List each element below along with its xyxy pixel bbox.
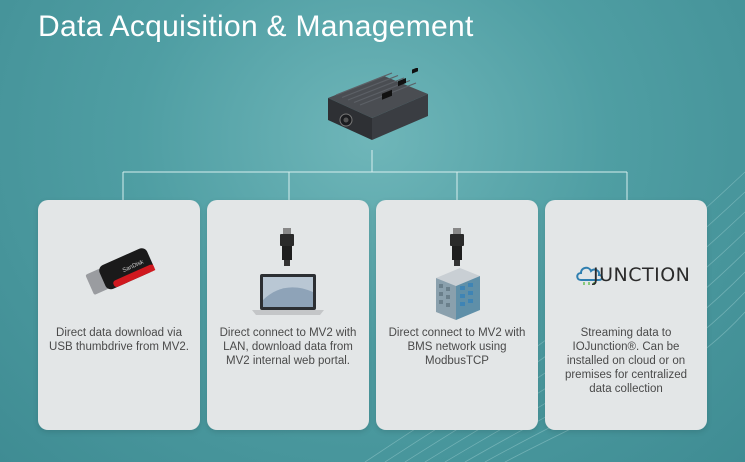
building-icon — [436, 268, 480, 320]
page-title: Data Acquisition & Management — [38, 10, 474, 43]
card-iojunction-streaming: JUNCTION Streaming data to IOJunction®. … — [545, 200, 707, 430]
cloud-icon — [576, 266, 603, 285]
iojunction-logo-text: JUNCTION — [593, 264, 691, 286]
card-bms-network: Direct connect to MV2 with BMS network u… — [376, 200, 538, 430]
ethernet-cable-icon — [280, 228, 294, 266]
mv2-device-image — [328, 68, 428, 140]
laptop-icon — [252, 274, 324, 315]
card-usb-description: Direct data download via USB thumbdrive … — [49, 327, 189, 353]
card-usb-download: SanDisk Direct data download via USB thu… — [38, 200, 200, 430]
usb-drive-icon: SanDisk — [85, 248, 156, 295]
card-iojunction-description: Streaming data to IOJunction®. Can be in… — [564, 327, 688, 395]
building-network-icon — [436, 228, 480, 320]
ethernet-cable-icon — [450, 228, 464, 266]
iojunction-logo: JUNCTION — [575, 260, 690, 292]
card-lan-download: Direct connect to MV2 with LAN, download… — [207, 200, 369, 430]
laptop-lan-icon — [252, 228, 324, 315]
card-bms-description: Direct connect to MV2 with BMS network u… — [388, 327, 526, 367]
card-lan-description: Direct connect to MV2 with LAN, download… — [219, 327, 357, 367]
